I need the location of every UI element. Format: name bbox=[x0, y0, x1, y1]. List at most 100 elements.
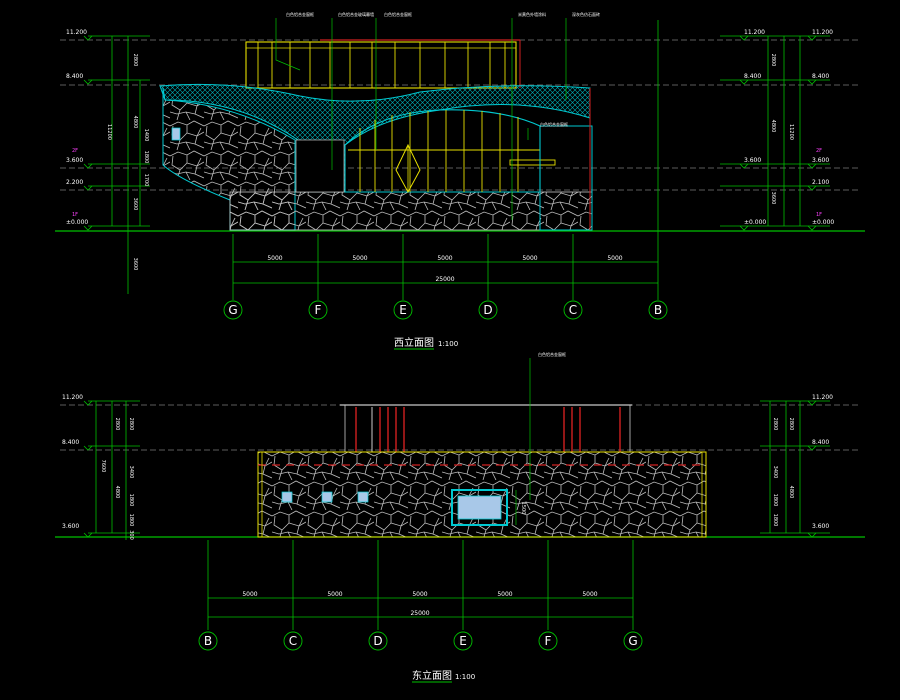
east-vertical-dim: 3400 bbox=[128, 466, 134, 479]
west-level-label: ±0.000 bbox=[66, 219, 88, 226]
west-vertical-dim: 3600 bbox=[132, 258, 138, 271]
west-leaders bbox=[275, 18, 567, 220]
east-level-lines bbox=[60, 404, 860, 451]
west-level-label: 8.400 bbox=[66, 73, 83, 80]
west-vertical-dim: 4800 bbox=[132, 116, 138, 129]
west-note: 白色铝合金窗框 bbox=[540, 121, 568, 127]
west-elevation: G F E D C B 5000 5000 5000 5000 5000 250… bbox=[55, 11, 865, 350]
west-left-dim-chain bbox=[83, 35, 150, 294]
west-vertical-dim: 2800 bbox=[770, 54, 776, 67]
east-vertical-dim: 1800 bbox=[128, 494, 134, 507]
east-window-dim: 1500 bbox=[520, 502, 526, 515]
west-vertical-dim: 4800 bbox=[770, 120, 776, 133]
west-vertical-dim: 1400 bbox=[143, 129, 149, 142]
west-axis-label: D bbox=[483, 303, 492, 317]
east-axis-label: C bbox=[289, 634, 297, 648]
east-note: 白色铝合金窗框 bbox=[538, 351, 566, 357]
west-span-dim: 5000 bbox=[522, 255, 537, 262]
west-canopy bbox=[509, 159, 556, 166]
east-vertical-dim: 300 bbox=[128, 530, 134, 540]
west-total-dim: 25000 bbox=[435, 276, 454, 283]
east-title: 东立面图 bbox=[412, 669, 452, 682]
east-level-label: 11.200 bbox=[812, 394, 833, 401]
west-span-dim: 5000 bbox=[437, 255, 452, 262]
west-axis-label: B bbox=[654, 303, 662, 317]
east-pilasters bbox=[261, 452, 703, 537]
east-span-dim: 5000 bbox=[412, 591, 427, 598]
west-note: 白色铝合金窗框 bbox=[384, 11, 412, 17]
west-axis-label: C bbox=[569, 303, 577, 317]
west-floor-tag: 2F bbox=[816, 148, 822, 154]
west-span-dim: 5000 bbox=[352, 255, 367, 262]
west-floor-tag: 2F bbox=[72, 148, 78, 154]
west-scale: 1:100 bbox=[438, 340, 458, 348]
east-vertical-dim: 2800 bbox=[772, 418, 778, 431]
east-vertical-dim: 7600 bbox=[100, 460, 106, 473]
east-stone-wall bbox=[257, 451, 707, 538]
west-curved-glass bbox=[344, 109, 541, 193]
west-span-dim: 5000 bbox=[267, 255, 282, 262]
east-vertical-dim: 1800 bbox=[772, 494, 778, 507]
east-scale: 1:100 bbox=[455, 673, 475, 681]
west-stone-base bbox=[229, 191, 593, 231]
east-axis-label: D bbox=[373, 634, 382, 648]
west-note: 白色铝合金窗框 bbox=[286, 11, 314, 17]
west-vertical-dim: 11200 bbox=[106, 124, 112, 140]
west-right-dim-chain bbox=[720, 35, 830, 231]
east-axis-label: B bbox=[204, 634, 212, 648]
east-vertical-dim: 3400 bbox=[772, 466, 778, 479]
east-vertical-dim: 4800 bbox=[114, 486, 120, 499]
east-axis-label: G bbox=[628, 634, 637, 648]
west-axis-bubbles bbox=[223, 300, 668, 320]
west-right-volume bbox=[539, 125, 593, 231]
east-span-dim: 5000 bbox=[497, 591, 512, 598]
west-level-label: 3.600 bbox=[812, 157, 829, 164]
east-entrance-window bbox=[451, 489, 508, 526]
east-vertical-dim: 1800 bbox=[128, 514, 134, 527]
east-right-dim-chain bbox=[760, 400, 830, 538]
west-title: 西立面图 bbox=[394, 336, 434, 349]
east-red-columns bbox=[355, 407, 621, 452]
east-axis-lines bbox=[207, 540, 634, 630]
west-level-label: 11.200 bbox=[66, 29, 87, 36]
west-level-label: 8.400 bbox=[812, 73, 829, 80]
west-level-label: 11.200 bbox=[744, 29, 765, 36]
east-level-label: 3.600 bbox=[62, 523, 79, 530]
west-level-label: 3.600 bbox=[744, 157, 761, 164]
west-vertical-dim: 1800 bbox=[143, 151, 149, 164]
east-left-dim-chain bbox=[83, 400, 140, 540]
west-note: 白色铝合金玻璃幕墙 bbox=[338, 11, 374, 17]
east-vertical-dim: 2800 bbox=[114, 418, 120, 431]
east-level-label: 11.200 bbox=[62, 394, 83, 401]
west-axis-label: E bbox=[399, 303, 407, 317]
east-vertical-dim: 2800 bbox=[128, 418, 134, 431]
west-level-label: ±0.000 bbox=[812, 219, 834, 226]
east-span-dim: 5000 bbox=[327, 591, 342, 598]
west-level-label: 11.200 bbox=[812, 29, 833, 36]
west-axis-label: G bbox=[228, 303, 237, 317]
west-upper-mullions bbox=[257, 42, 506, 88]
west-vertical-dim: 3600 bbox=[770, 192, 776, 205]
west-floor-tag: 1F bbox=[72, 212, 78, 218]
west-level-label: 3.600 bbox=[66, 157, 83, 164]
west-vertical-dim: 1700 bbox=[143, 174, 149, 187]
east-small-windows bbox=[281, 491, 369, 503]
east-level-label: 3.600 bbox=[812, 523, 829, 530]
east-vertical-dim: 2800 bbox=[788, 418, 794, 431]
east-level-label: 8.400 bbox=[62, 439, 79, 446]
west-level-label: ±0.000 bbox=[744, 219, 766, 226]
west-level-label: 8.400 bbox=[744, 73, 761, 80]
west-span-dim: 5000 bbox=[607, 255, 622, 262]
west-floor-tag: 1F bbox=[816, 212, 822, 218]
east-span-dim: 5000 bbox=[582, 591, 597, 598]
west-glass-mullions bbox=[348, 110, 540, 192]
west-level-label: 2.200 bbox=[66, 179, 83, 186]
east-level-label: 8.400 bbox=[812, 439, 829, 446]
west-note: 米黄色外墙涂料 bbox=[518, 11, 546, 17]
west-vertical-dim: 2800 bbox=[132, 54, 138, 67]
east-vertical-dim: 1800 bbox=[772, 514, 778, 527]
east-vertical-dim: 4800 bbox=[788, 486, 794, 499]
east-axis-label: F bbox=[545, 634, 552, 648]
west-axis-label: F bbox=[315, 303, 322, 317]
